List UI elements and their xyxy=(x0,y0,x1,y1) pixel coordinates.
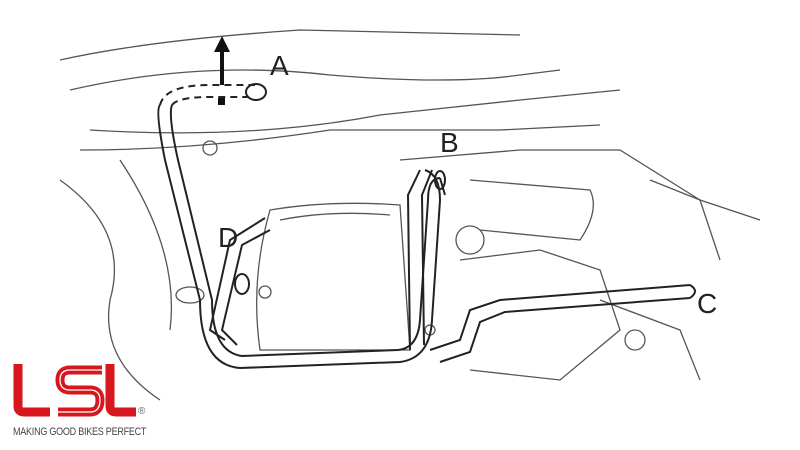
crash-bar xyxy=(157,83,696,370)
lsl-logo: ® xyxy=(13,364,146,417)
brand-tagline: MAKING GOOD BIKES PERFECT xyxy=(13,426,147,438)
label-c: C xyxy=(697,288,718,319)
label-d: D xyxy=(218,222,239,253)
label-b: B xyxy=(440,127,459,158)
label-a: A xyxy=(270,50,289,81)
motorcycle-frame-outline xyxy=(59,29,761,401)
registered-mark: ® xyxy=(138,406,146,417)
up-arrow-icon xyxy=(214,36,230,105)
